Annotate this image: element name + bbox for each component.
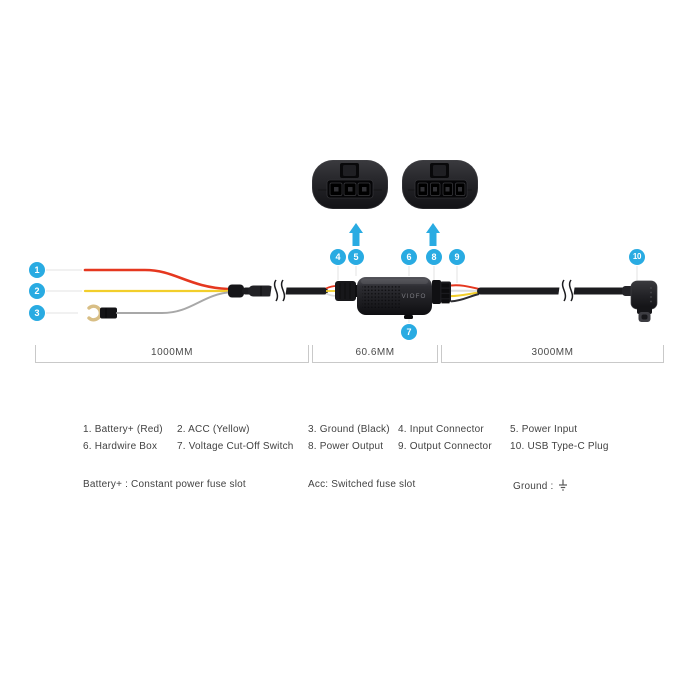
callout-2: 2 [29,283,45,299]
ground-wire [116,291,233,314]
cable-break-icon [557,277,576,305]
dimension-section-3000mm: 3000MM [441,345,664,363]
voltage-cutoff-switch [404,315,413,319]
up-arrow-icon [349,223,363,246]
legend-item-power-input: 5. Power Input [510,424,578,435]
callout-10: 10 [629,249,645,265]
legend-item-power-output: 8. Power Output [308,441,384,452]
dimension-label: 1000MM [151,347,193,358]
note-battery-fuse: Battery+ : Constant power fuse slot [83,479,246,490]
callout-3: 3 [29,305,45,321]
legend-item-input-conn: 4. Input Connector [398,424,484,435]
usb-c-plug [622,280,658,322]
output-cable [477,277,628,305]
legend-item-cutoff-switch: 7. Voltage Cut-Off Switch [177,441,294,452]
brand-label: VIOFO [401,293,426,300]
callout-1: 1 [29,262,45,278]
cable-break-icon [269,277,288,305]
output-connector-photo [402,160,478,209]
dimension-label: 60.6MM [355,347,395,358]
note-acc-fuse: Acc: Switched fuse slot [308,479,416,490]
dimension-section-60mm: 60.6MM [312,345,438,363]
legend-item-ground: 3. Ground (Black) [308,424,390,435]
callout-6: 6 [401,249,417,265]
legend-item-acc: 2. ACC (Yellow) [177,424,250,435]
input-connector-photo [312,160,388,209]
callout-9: 9 [449,249,465,265]
legend-item-output-conn: 9. Output Connector [398,441,492,452]
ground-note-label: Ground : [513,481,554,492]
output-connector [432,280,480,304]
callout-4: 4 [330,249,346,265]
legend-item-hardwire-box: 6. Hardwire Box [83,441,158,452]
ring-terminal [87,304,117,322]
hardwire-box: VIOFO [357,277,432,319]
legend-item-usbc-plug: 10. USB Type-C Plug [510,441,609,452]
callout-8: 8 [426,249,442,265]
ground-icon [558,479,567,491]
dimension-section-1000mm: 1000MM [35,345,309,363]
up-arrow-icon [426,223,440,246]
legend-item-battery: 1. Battery+ (Red) [83,424,163,435]
dimension-label: 3000MM [531,347,574,358]
battery-wire [83,268,230,291]
callout-7: 7 [401,324,417,340]
input-connector [335,281,360,301]
note-ground: Ground : [513,479,568,493]
leader-lines [46,266,638,323]
callout-5: 5 [348,249,364,265]
input-cable [228,277,338,305]
